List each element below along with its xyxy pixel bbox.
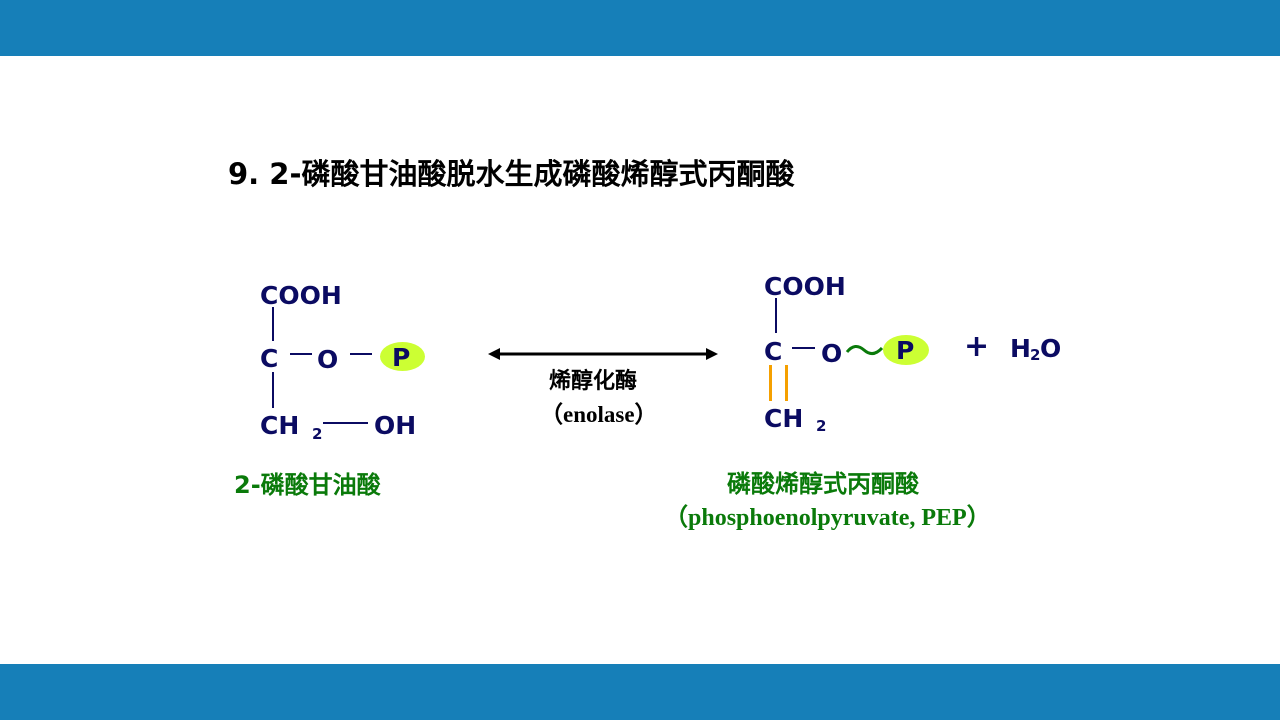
bond-line xyxy=(775,298,777,333)
product-o: O xyxy=(821,339,843,368)
product-p: P xyxy=(896,336,915,365)
slide-title: 9. 2-磷酸甘油酸脱水生成磷酸烯醇式丙酮酸 xyxy=(228,157,795,191)
plus-sign: + xyxy=(964,329,990,364)
reactant-ch: CH xyxy=(260,411,300,440)
product-name: 磷酸烯醇式丙酮酸 xyxy=(727,470,919,498)
water-o: O xyxy=(1040,334,1062,363)
bond-line xyxy=(792,347,815,349)
reactant-oh: OH xyxy=(374,411,417,440)
bond-line xyxy=(290,353,312,355)
enzyme-name: 烯醇化酶 xyxy=(549,369,638,394)
reactant-subscript: 2 xyxy=(312,425,323,443)
bottom-banner xyxy=(0,664,1280,720)
bond-line xyxy=(272,307,274,341)
product-c: C xyxy=(764,337,783,366)
top-banner xyxy=(0,0,1280,56)
bond-line xyxy=(272,372,274,408)
phosphate-ellipse xyxy=(883,335,929,365)
product-ch: CH xyxy=(764,404,804,433)
water-h: H xyxy=(1010,334,1031,363)
double-bond-line xyxy=(769,365,772,401)
phosphate-ellipse xyxy=(380,342,425,371)
product-cooh: COOH xyxy=(764,272,846,301)
product-english-name: （phosphoenolpyruvate, PEP） xyxy=(664,505,991,531)
bond-line xyxy=(350,353,372,355)
reactant-c: C xyxy=(260,344,279,373)
high-energy-bond-icon xyxy=(845,345,884,355)
reactant-p: P xyxy=(392,343,411,372)
bond-line xyxy=(323,422,368,424)
enzyme-english: （enolase） xyxy=(540,402,658,427)
reversible-arrow-icon xyxy=(488,348,718,360)
water-subscript: 2 xyxy=(1030,346,1041,364)
reactant-name: 2-磷酸甘油酸 xyxy=(234,471,381,499)
reactant-cooh: COOH xyxy=(260,281,342,310)
double-bond-line xyxy=(785,365,788,401)
reactant-o: O xyxy=(317,345,339,374)
product-subscript: 2 xyxy=(816,417,827,435)
